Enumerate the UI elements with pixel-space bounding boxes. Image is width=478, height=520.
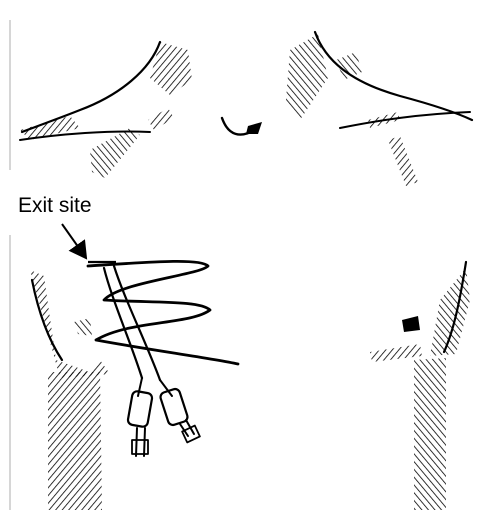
left-neck-outline: [22, 42, 160, 132]
right-neck-outline: [315, 32, 472, 120]
sternal-notch-mark: [246, 122, 262, 134]
right-flank-shading: [414, 358, 446, 510]
lumen-tail-left: [136, 428, 145, 456]
lumen-cap-right: [182, 426, 200, 443]
right-clavicle: [340, 112, 470, 128]
lumen-cap-left: [132, 440, 148, 454]
lumen-clamp-right: [159, 388, 189, 427]
left-pectoral-mark: [74, 318, 92, 336]
left-flank-shading: [48, 372, 102, 510]
left-chest-shading: [90, 128, 140, 178]
right-axilla-shading: [430, 268, 470, 356]
exit-site-arrow: [62, 224, 86, 258]
right-pectoral-shading: [370, 344, 422, 362]
chest-drawing: [30, 224, 470, 510]
left-axilla-shading: [30, 270, 110, 378]
exit-site-label: Exit site: [18, 194, 92, 218]
right-clavicle-shading: [368, 112, 400, 128]
right-chest-shading: [388, 136, 418, 186]
neck-shoulder-drawing: [20, 32, 472, 186]
right-neck-shading-2: [336, 52, 362, 80]
right-pectoral-mark: [402, 316, 420, 332]
left-clavicle-shading: [148, 108, 174, 130]
lumen-clamp-left: [127, 391, 153, 428]
catheter: [104, 266, 200, 456]
tunnel-path: [88, 261, 238, 364]
lumen-left-upper: [138, 378, 142, 396]
